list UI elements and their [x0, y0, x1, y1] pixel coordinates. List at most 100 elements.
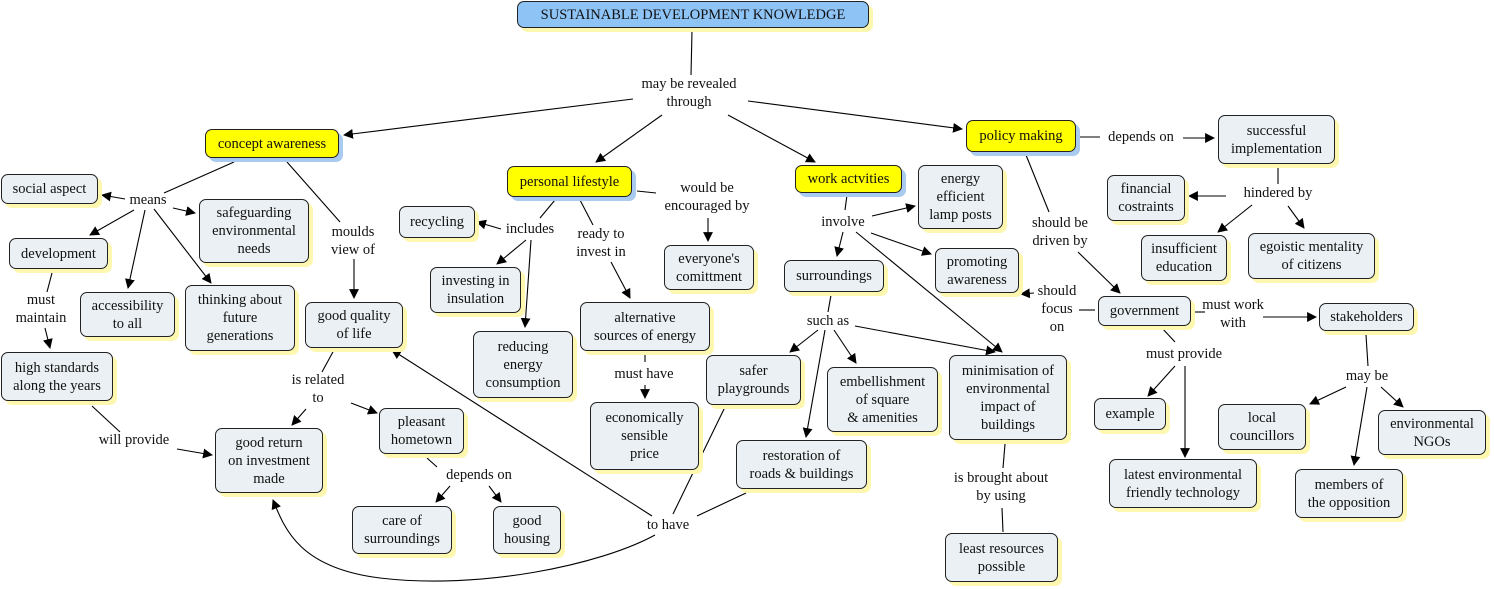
node-alt-energy[interactable]: alternative sources of energy: [580, 302, 710, 351]
link-such-as: such as: [806, 313, 850, 329]
node-safeguarding[interactable]: safeguarding environmental needs: [199, 199, 309, 263]
link-driven-by: should be driven by: [1032, 215, 1088, 249]
node-egoistic[interactable]: egoistic mentality of citizens: [1248, 233, 1375, 279]
edge: [855, 231, 1003, 353]
edge: [1287, 205, 1305, 229]
edge: [153, 208, 212, 284]
link-focus-on: should focus on: [1037, 283, 1077, 335]
edge: [1217, 204, 1253, 233]
node-insulation[interactable]: investing in insulation: [430, 267, 521, 313]
edge: [176, 448, 213, 459]
edge: [854, 325, 996, 356]
node-good-quality[interactable]: good quality of life: [305, 302, 403, 348]
edge: [1380, 386, 1404, 408]
edge: [690, 30, 693, 76]
edge: [672, 406, 726, 515]
edge: [91, 405, 121, 433]
node-insufficient-edu[interactable]: insufficient education: [1141, 235, 1227, 281]
node-good-return[interactable]: good return on investment made: [215, 428, 323, 493]
link-brought-about: is brought about by using: [953, 470, 1049, 504]
edge: [321, 349, 335, 373]
node-stakeholders[interactable]: stakeholders: [1319, 303, 1414, 331]
root-node[interactable]: SUSTAINABLE DEVELOPMENT KNOWLEDGE: [517, 1, 869, 28]
node-pleasant-hometown[interactable]: pleasant hometown: [379, 408, 464, 454]
edge: [172, 206, 196, 216]
edge: [610, 261, 631, 299]
edge: [870, 232, 932, 256]
edge: [1002, 443, 1006, 469]
edge: [350, 402, 378, 415]
edge: [291, 408, 307, 426]
link-includes: includes: [505, 221, 555, 237]
link-hindered: hindered by: [1243, 185, 1313, 201]
node-financial[interactable]: financial costraints: [1107, 175, 1185, 221]
edge: [1309, 386, 1347, 405]
link-must-maintain: must maintain: [15, 292, 67, 326]
edge: [271, 499, 656, 582]
edge: [1077, 251, 1121, 294]
edge: [496, 239, 527, 265]
node-successful-impl[interactable]: successful implementation: [1218, 115, 1335, 164]
edge: [1161, 327, 1176, 343]
edge: [343, 98, 634, 139]
node-embellishment[interactable]: embellishment of square & amenities: [827, 367, 938, 432]
node-thinking-future[interactable]: thinking about future generations: [185, 285, 295, 351]
edge: [1001, 507, 1004, 533]
link-may-be: may be: [1345, 368, 1389, 384]
link-will-provide: will provide: [98, 432, 170, 448]
edge: [1025, 154, 1050, 213]
node-surroundings[interactable]: surroundings: [784, 260, 884, 292]
node-social-aspect[interactable]: social aspect: [1, 174, 98, 204]
node-development[interactable]: development: [9, 238, 108, 269]
link-encouraged: would be encouraged by: [664, 180, 750, 214]
node-government[interactable]: government: [1098, 296, 1191, 326]
node-high-standards[interactable]: high standards along the years: [1, 352, 113, 401]
edge: [286, 161, 341, 223]
link-is-related: is related to: [291, 372, 345, 406]
node-example[interactable]: example: [1094, 398, 1166, 430]
link-depends-on-2: depends on: [1108, 129, 1174, 145]
edge: [163, 161, 235, 194]
link-involve: involve: [821, 214, 865, 230]
node-local-councillors[interactable]: local councillors: [1218, 404, 1306, 450]
node-reducing-energy[interactable]: reducing energy consumption: [473, 331, 573, 398]
node-restoration[interactable]: restoration of roads & buildings: [736, 440, 867, 489]
node-opposition[interactable]: members of the opposition: [1295, 469, 1403, 518]
node-recycling[interactable]: recycling: [399, 206, 475, 238]
node-minimisation[interactable]: minimisation of environmental impact of …: [949, 355, 1067, 440]
node-env-ngos[interactable]: environmental NGOs: [1378, 410, 1486, 455]
node-personal-lifestyle[interactable]: personal lifestyle: [507, 166, 632, 197]
edge: [101, 191, 126, 202]
edge: [834, 231, 844, 257]
node-promoting-awareness[interactable]: promoting awareness: [935, 248, 1019, 293]
node-good-housing[interactable]: good housing: [493, 506, 561, 554]
node-concept-awareness[interactable]: concept awareness: [205, 129, 339, 158]
node-care-surroundings[interactable]: care of surroundings: [352, 506, 452, 554]
link-must-have: must have: [614, 366, 674, 382]
edge: [802, 329, 826, 438]
edge: [833, 329, 857, 364]
edge: [476, 219, 502, 230]
edge: [426, 457, 438, 468]
node-least-resources[interactable]: least resources possible: [945, 533, 1058, 582]
link-moulds: moulds view of: [331, 224, 375, 258]
link-to-have: to have: [646, 517, 690, 533]
edge: [827, 294, 832, 313]
link-may-be-revealed: may be revealed through: [641, 76, 737, 110]
node-lamp-posts[interactable]: energy efficient lamp posts: [918, 165, 1003, 229]
edge: [125, 209, 146, 289]
edge: [871, 203, 916, 217]
edge: [1365, 334, 1369, 367]
edge: [488, 485, 502, 503]
node-everyone-commitment[interactable]: everyone's comittment: [664, 245, 754, 290]
link-must-provide: must provide: [1145, 346, 1223, 362]
node-accessibility[interactable]: accessibility to all: [80, 292, 175, 337]
node-policy-making[interactable]: policy making: [966, 120, 1076, 152]
node-econ-price[interactable]: economically sensible price: [590, 402, 699, 470]
node-work-activities[interactable]: work actvities: [795, 165, 902, 193]
link-depends-on-1: depends on: [446, 467, 512, 483]
node-latest-tech[interactable]: latest environmental friendly technology: [1109, 459, 1257, 508]
edge: [696, 492, 747, 517]
node-safer-playgrounds[interactable]: safer playgrounds: [706, 355, 801, 405]
link-must-work: must work with: [1202, 297, 1264, 331]
